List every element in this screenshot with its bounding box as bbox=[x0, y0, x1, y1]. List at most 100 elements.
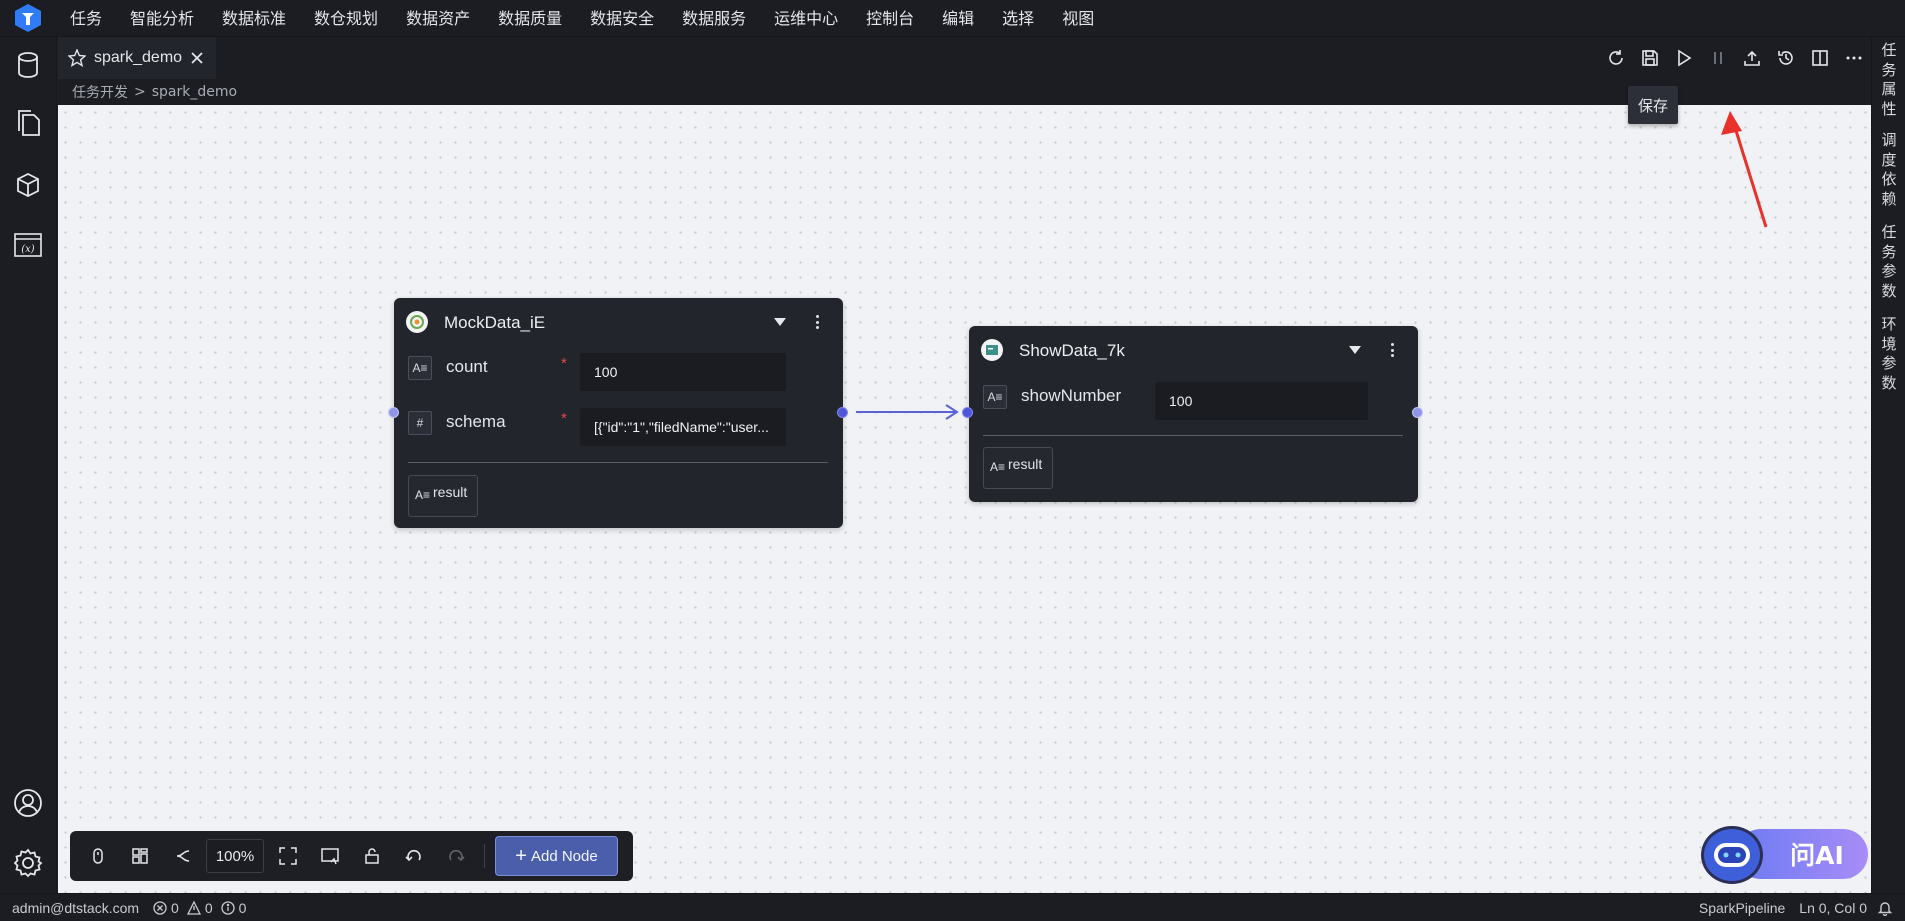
status-user[interactable]: admin@dtstack.com bbox=[12, 899, 140, 916]
menu-data-quality[interactable]: 数据质量 bbox=[498, 8, 563, 28]
status-cursor-position[interactable]: Ln 0, Col 0 bbox=[1799, 899, 1867, 916]
error-count: 0 bbox=[171, 899, 179, 916]
layout-button[interactable] bbox=[122, 838, 158, 874]
showdata-input-port[interactable] bbox=[962, 407, 973, 418]
user-account-icon[interactable] bbox=[10, 785, 46, 821]
undo-button[interactable] bbox=[396, 838, 432, 874]
save-icon bbox=[1642, 50, 1658, 66]
tab-env-params[interactable]: 环境参数 bbox=[1881, 315, 1897, 392]
text-type-icon: A≡ bbox=[415, 488, 431, 502]
node-mockdata[interactable]: MockData_iE A≡ count * 100 # schema * [{… bbox=[394, 298, 843, 528]
run-button[interactable] bbox=[1667, 41, 1701, 75]
shownumber-input[interactable]: 100 bbox=[1155, 382, 1368, 420]
logo-icon bbox=[15, 4, 41, 32]
schema-input[interactable]: [{"id":"1","filedName":"user... bbox=[580, 408, 786, 446]
right-panel-bar: 任务属性 调度依赖 任务参数 环境参数 bbox=[1871, 37, 1905, 893]
more-vertical-icon[interactable] bbox=[1385, 340, 1399, 360]
history-button[interactable] bbox=[1769, 41, 1803, 75]
mouse-icon bbox=[93, 848, 103, 864]
plus-icon: + bbox=[515, 845, 527, 867]
upload-icon bbox=[1744, 50, 1760, 66]
node-divider bbox=[408, 462, 828, 463]
chevron-down-icon[interactable] bbox=[1349, 346, 1361, 354]
robot-icon bbox=[1701, 826, 1763, 884]
menu-data-standard[interactable]: 数据标准 bbox=[222, 8, 287, 28]
notification-bell-icon[interactable] bbox=[1877, 900, 1893, 916]
save-button[interactable] bbox=[1633, 41, 1667, 75]
menu-data-security[interactable]: 数据安全 bbox=[590, 8, 655, 28]
function-icon[interactable]: (x) bbox=[10, 227, 46, 263]
minimap-icon bbox=[321, 848, 339, 865]
cube-icon[interactable] bbox=[10, 167, 46, 203]
save-tooltip: 保存 bbox=[1628, 86, 1678, 124]
menu-edit[interactable]: 编辑 bbox=[942, 8, 975, 28]
tab-task-params[interactable]: 任务参数 bbox=[1881, 223, 1897, 300]
breadcrumb-separator: > bbox=[134, 84, 146, 100]
menu-task[interactable]: 任务 bbox=[70, 8, 103, 28]
mockdata-output-port[interactable] bbox=[837, 407, 848, 418]
add-node-button[interactable]: + Add Node bbox=[495, 836, 618, 876]
chevron-down-icon[interactable] bbox=[774, 318, 786, 326]
submit-button[interactable] bbox=[1735, 41, 1769, 75]
split-view-button[interactable] bbox=[1803, 41, 1837, 75]
menu-select[interactable]: 选择 bbox=[1002, 8, 1035, 28]
output-result[interactable]: A≡ result bbox=[983, 447, 1053, 489]
showdata-node-icon bbox=[981, 339, 1003, 361]
menu-view[interactable]: 视图 bbox=[1062, 8, 1095, 28]
add-node-label: Add Node bbox=[530, 847, 598, 865]
editor-tab-bar: spark_demo bbox=[58, 37, 1871, 79]
status-language[interactable]: SparkPipeline bbox=[1698, 899, 1786, 916]
menu-data-assets[interactable]: 数据资产 bbox=[406, 8, 471, 28]
problems-indicator[interactable]: 0 0 0 bbox=[153, 900, 246, 916]
pause-button[interactable] bbox=[1701, 41, 1735, 75]
menu-ops-center[interactable]: 运维中心 bbox=[774, 8, 839, 28]
breadcrumb-root[interactable]: 任务开发 bbox=[72, 85, 128, 101]
output-result[interactable]: A≡ result bbox=[408, 475, 478, 517]
settings-gear-icon[interactable] bbox=[10, 845, 46, 881]
pause-icon bbox=[1714, 52, 1722, 64]
mouse-mode-button[interactable] bbox=[80, 838, 116, 874]
tab-spark-demo[interactable]: spark_demo bbox=[58, 37, 217, 79]
breadcrumb-current: spark_demo bbox=[151, 84, 238, 100]
redo-button[interactable] bbox=[438, 838, 474, 874]
unlock-icon bbox=[365, 848, 379, 864]
undo-icon bbox=[405, 849, 421, 862]
node-title: ShowData_7k bbox=[1019, 341, 1125, 360]
node-showdata[interactable]: ShowData_7k A≡ showNumber 100 A≡ result bbox=[969, 326, 1418, 502]
branch-icon bbox=[176, 850, 190, 862]
annotation-arrow bbox=[1721, 111, 1768, 228]
files-icon[interactable] bbox=[10, 105, 46, 141]
app-logo[interactable] bbox=[0, 0, 56, 37]
database-icon[interactable] bbox=[10, 47, 46, 83]
history-icon bbox=[1778, 51, 1793, 65]
zoom-level-input[interactable]: 100% bbox=[206, 839, 264, 873]
pipeline-canvas[interactable]: MockData_iE A≡ count * 100 # schema * [{… bbox=[58, 105, 1871, 893]
showdata-output-port[interactable] bbox=[1412, 407, 1423, 418]
tab-schedule-dependency[interactable]: 调度依赖 bbox=[1881, 131, 1897, 208]
close-icon[interactable] bbox=[190, 51, 204, 65]
connect-style-button[interactable] bbox=[164, 838, 200, 874]
ask-ai-button[interactable]: 问AI bbox=[1701, 826, 1868, 884]
menu-smart-analysis[interactable]: 智能分析 bbox=[130, 8, 195, 28]
lock-button[interactable] bbox=[354, 838, 390, 874]
breadcrumb: 任务开发 > spark_demo bbox=[58, 79, 1871, 105]
redo-icon bbox=[449, 849, 465, 862]
required-mark: * bbox=[561, 355, 567, 372]
fit-view-button[interactable] bbox=[270, 838, 306, 874]
info-count: 0 bbox=[238, 899, 247, 916]
menu-data-service[interactable]: 数据服务 bbox=[682, 8, 747, 28]
count-input[interactable]: 100 bbox=[580, 353, 786, 391]
menu-console[interactable]: 控制台 bbox=[866, 8, 915, 28]
activity-bar: (x) bbox=[0, 37, 57, 893]
refresh-button[interactable] bbox=[1599, 41, 1633, 75]
minimap-button[interactable] bbox=[312, 838, 348, 874]
mockdata-node-icon bbox=[406, 311, 428, 333]
fullscreen-icon bbox=[279, 847, 297, 865]
toolbar-divider bbox=[484, 844, 485, 868]
mockdata-input-port[interactable] bbox=[388, 407, 399, 418]
menu-warehouse-planning[interactable]: 数仓规划 bbox=[314, 8, 379, 28]
more-vertical-icon[interactable] bbox=[810, 312, 824, 332]
refresh-icon bbox=[1609, 50, 1623, 65]
more-button[interactable] bbox=[1837, 41, 1871, 75]
tab-task-properties[interactable]: 任务属性 bbox=[1881, 41, 1897, 118]
